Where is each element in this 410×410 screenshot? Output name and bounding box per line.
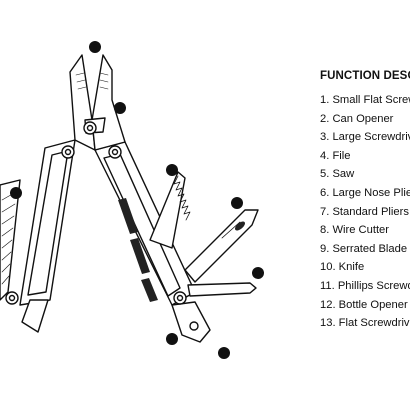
bottle-opener-tool bbox=[171, 301, 211, 343]
svg-text:9: 9 bbox=[170, 166, 175, 175]
callout-9: 9 bbox=[166, 164, 178, 176]
function-legend: FUNCTION DESCRIPTION 1. Small Flat Screw… bbox=[320, 70, 410, 333]
svg-text:11: 11 bbox=[254, 269, 263, 278]
legend-title: FUNCTION DESCRIPTION bbox=[320, 70, 410, 82]
legend-item: 10. Knife bbox=[320, 261, 365, 274]
legend-item: 6. Large Nose Pliers bbox=[320, 186, 410, 199]
svg-text:12: 12 bbox=[168, 335, 177, 344]
legend-item: 9. Serrated Blade bbox=[320, 242, 408, 255]
legend-item: 12. Bottle Opener bbox=[320, 298, 408, 311]
callout-4: 4 bbox=[10, 187, 22, 199]
legend-item: 3. Large Screwdriver bbox=[320, 131, 410, 144]
phillips-screwdriver-tool bbox=[187, 282, 257, 297]
legend-item: 1. Small Flat Screwdriver bbox=[320, 94, 410, 106]
legend-item: 8. Wire Cutter bbox=[320, 224, 390, 237]
callout-8: 8 bbox=[114, 102, 126, 114]
svg-text:10: 10 bbox=[233, 199, 242, 208]
serrated-blade-tool bbox=[149, 171, 186, 249]
callout-6: 6 bbox=[89, 41, 101, 53]
svg-text:8: 8 bbox=[118, 104, 123, 113]
legend-item: 5. Saw bbox=[320, 168, 355, 181]
callout-markers: 6 8 9 4 10 11 12 13 bbox=[10, 41, 264, 359]
flat-screwdriver-tool bbox=[21, 299, 49, 333]
svg-text:4: 4 bbox=[14, 189, 19, 198]
rivets bbox=[5, 121, 187, 305]
svg-text:13: 13 bbox=[220, 349, 229, 358]
callout-11: 11 bbox=[252, 267, 264, 279]
plier-jaw-left bbox=[69, 54, 96, 151]
knife-nail-nick bbox=[235, 221, 245, 231]
legend-item: 13. Flat Screwdriver bbox=[320, 317, 410, 330]
knife-tool bbox=[184, 209, 259, 283]
callout-13: 13 bbox=[218, 347, 230, 359]
svg-text:6: 6 bbox=[93, 43, 98, 52]
legend-item: 7. Standard Pliers bbox=[320, 205, 409, 218]
legend-list: 1. Small Flat Screwdriver 2. Can Opener … bbox=[320, 91, 410, 333]
callout-12: 12 bbox=[166, 333, 178, 345]
legend-item: 11. Phillips Screwdriver bbox=[320, 279, 410, 292]
callout-10: 10 bbox=[231, 197, 243, 209]
legend-item: 4. File bbox=[320, 149, 351, 162]
legend-item: 2. Can Opener bbox=[320, 112, 394, 125]
